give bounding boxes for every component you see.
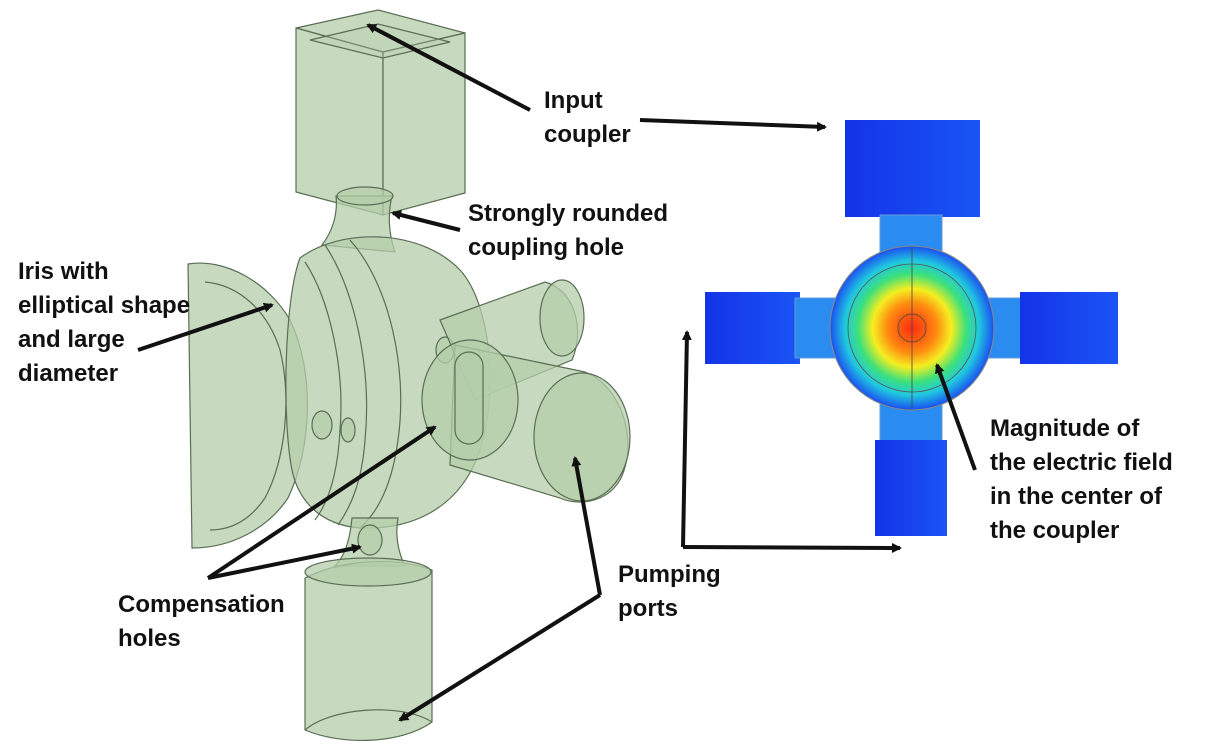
field-arm-top <box>845 120 980 217</box>
arrow-compensation-1 <box>206 425 437 580</box>
electric-field-map <box>705 120 1118 536</box>
input-waveguide-box <box>295 9 466 216</box>
label-compensation-holes: Compensation holes <box>118 591 285 652</box>
arrow-field-vertical <box>681 330 692 548</box>
arrow-pumping-1 <box>571 456 602 596</box>
arrows <box>137 23 977 722</box>
coupler-3d-model <box>187 9 631 741</box>
lower-cylinder <box>304 557 433 741</box>
label-pumping-ports: Pumping ports <box>618 561 721 622</box>
label-input-coupler: Input coupler <box>544 87 631 148</box>
field-arm-bottom <box>875 440 947 536</box>
iris-half-cylinder <box>187 262 308 549</box>
arrow-input-coupler-right <box>639 118 827 132</box>
arrow-field-magnitude <box>935 363 977 471</box>
label-coupling-hole: Strongly rounded coupling hole <box>468 200 668 261</box>
arrow-compensation-2 <box>207 543 362 580</box>
field-arm-left <box>705 292 800 364</box>
field-arm-right <box>1020 292 1118 364</box>
arrow-input-coupler-left <box>366 23 531 112</box>
center-opening <box>421 339 519 461</box>
arrow-field-horizontal <box>682 542 902 553</box>
label-field-magnitude: Magnitude of the electric field in the c… <box>990 415 1173 544</box>
lower-neck <box>333 517 406 567</box>
arrow-iris <box>137 302 274 352</box>
label-iris: Iris with elliptical shape and large dia… <box>18 258 191 387</box>
arrow-coupling-hole <box>391 210 461 232</box>
arrow-pumping-2 <box>398 593 602 722</box>
